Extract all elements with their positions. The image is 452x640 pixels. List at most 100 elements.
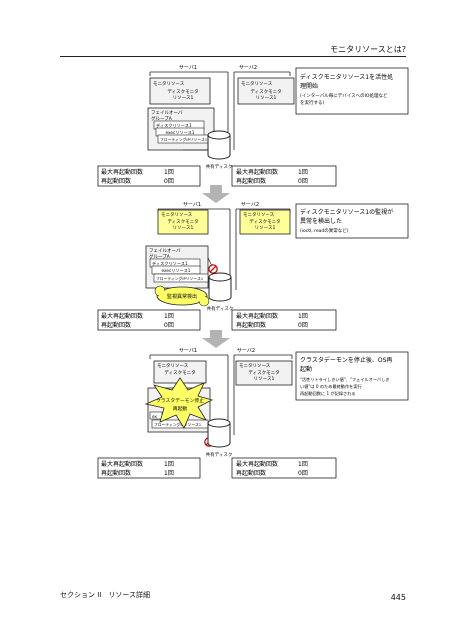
- monitor-resource-box-server2-highlighted: モニタリソース ディスクモニタ リソース1: [239, 209, 291, 235]
- svg-text:再起動回数: 再起動回数: [101, 469, 131, 477]
- svg-text:モニタリソース: モニタリソース: [243, 211, 275, 218]
- svg-text:最大再起動回数: 最大再起動回数: [101, 168, 143, 176]
- shared-disk-icon: [207, 130, 231, 160]
- svg-text:1回: 1回: [298, 169, 308, 176]
- svg-text:再起動回数: 再起動回数: [101, 177, 131, 185]
- svg-text:ex: ex: [152, 414, 158, 419]
- shared-disk-icon: [207, 418, 231, 448]
- svg-text:リソース1: リソース1: [254, 376, 275, 382]
- svg-text:クラスタデーモンを停止後、OS再: クラスタデーモンを停止後、OS再: [300, 356, 392, 364]
- svg-text:再起動回数: 再起動回数: [236, 177, 266, 185]
- svg-text:(ioctl, readの異常など): (ioctl, readの異常など): [300, 227, 349, 234]
- svg-text:モニタリソース: モニタリソース: [239, 362, 271, 369]
- monitor-resource-box-server2: モニタリソース ディスクモニタ リソース1: [237, 77, 295, 105]
- shared-disk-label: 共有ディスク: [206, 163, 233, 170]
- server2-label: サーバ2: [237, 348, 255, 354]
- svg-text:ディスクモニタ: ディスクモニタ: [164, 369, 195, 376]
- cluster-daemon-stop-burst: クラスタデーモン停止 再起動: [144, 377, 214, 429]
- panel-3: サーバ1 サーバ2 モニタリソース ディスクモニタ モニタリソース ディスクモニ…: [97, 348, 409, 479]
- svg-text:モニタリソース: モニタリソース: [161, 211, 193, 218]
- svg-text:フローティングIPリソース1: フローティングIPリソース1: [160, 137, 208, 142]
- counter-table-server1: 最大再起動回数 1回 再起動回数 0回: [97, 309, 201, 331]
- svg-text:再起動: 再起動: [173, 405, 188, 412]
- svg-text:を実行する): を実行する): [300, 99, 324, 106]
- svg-text:クラスタデーモン停止: クラスタデーモン停止: [156, 397, 204, 404]
- svg-text:execリソース1: execリソース1: [162, 268, 191, 273]
- svg-text:再起動回数: 再起動回数: [236, 469, 266, 477]
- svg-text:ディスクモニタ: ディスクモニタ: [249, 218, 280, 225]
- svg-text:リソース1: リソース1: [173, 225, 194, 231]
- description-box-2: ディスクモニタリソース1の監視が 異常を検出した (ioctl, readの異常…: [295, 203, 409, 239]
- svg-text:モニタリソース: モニタリソース: [241, 80, 273, 87]
- svg-text:い値"は 0 のため最終動作を実行: い値"は 0 のため最終動作を実行: [300, 383, 362, 390]
- svg-text:ディスクモニタ: ディスクモニタ: [250, 88, 281, 95]
- svg-text:モニタリソース: モニタリソース: [153, 80, 185, 87]
- counter-table-server1: 最大再起動回数 1回 再起動回数 0回: [97, 165, 201, 187]
- monitor-resource-box-server2: モニタリソース ディスクモニタ リソース1: [235, 360, 293, 386]
- svg-text:モニタリソース: モニタリソース: [157, 362, 189, 369]
- svg-text:0回: 0回: [164, 178, 174, 185]
- svg-text:ディスクモニタ: ディスクモニタ: [167, 218, 198, 225]
- panel-1: サーバ1 サーバ2 モニタリソース ディスクモニタ リソース1 モニタリソース …: [97, 65, 409, 187]
- svg-text:1回: 1回: [164, 461, 174, 468]
- svg-text:理開始: 理開始: [300, 82, 318, 90]
- page-number: 445: [390, 593, 406, 602]
- svg-text:1回: 1回: [298, 461, 308, 468]
- svg-text:1回: 1回: [164, 470, 174, 477]
- svg-text:ディスクリソース1: ディスクリソース1: [156, 122, 192, 129]
- svg-text:グループA: グループA: [149, 253, 171, 260]
- svg-text:最大再起動回数: 最大再起動回数: [101, 312, 143, 320]
- shared-disk-label: 共有ディスク: [207, 305, 234, 312]
- counter-table-server1: 最大再起動回数 1回 再起動回数 1回: [97, 457, 201, 479]
- svg-text:異常を検出した: 異常を検出した: [300, 217, 342, 225]
- svg-text:最大再起動回数: 最大再起動回数: [236, 168, 278, 176]
- svg-text:リソース1: リソース1: [255, 225, 276, 231]
- svg-text:最大再起動回数: 最大再起動回数: [236, 460, 278, 468]
- svg-text:ディスクモニタリソース1の監視が: ディスクモニタリソース1の監視が: [300, 208, 393, 216]
- svg-text:グループA: グループA: [151, 115, 173, 122]
- svg-text:"活性リトライしきい値"、"フェイルオーバしき: "活性リトライしきい値"、"フェイルオーバしき: [300, 376, 390, 383]
- svg-text:最大再起動回数: 最大再起動回数: [236, 312, 278, 320]
- svg-text:リソース1: リソース1: [256, 95, 277, 101]
- server1-label: サーバ1: [179, 348, 197, 354]
- svg-text:フローティングIPリソース1: フローティングIPリソース1: [154, 422, 202, 427]
- failover-group-box: フェイルオーバ グループA ディスクリソース1 execリソース1 フローティン…: [145, 245, 209, 289]
- failover-group-box: フェイルオーバ グループA ディスクリソース1 execリソース1 フローティン…: [147, 107, 215, 151]
- panel-2: サーバ1 サーバ2 モニタリソース ディスクモニタ リソース1 モニタリソース …: [97, 202, 409, 331]
- svg-text:フェイルオーバ: フェイルオーバ: [149, 248, 181, 254]
- svg-text:0回: 0回: [164, 322, 174, 329]
- svg-text:再起動回数: 再起動回数: [236, 321, 266, 329]
- server1-label: サーバ1: [179, 65, 197, 71]
- counter-table-server2: 最大再起動回数 1回 再起動回数 0回: [231, 309, 337, 331]
- svg-text:リソース1: リソース1: [173, 95, 194, 101]
- description-box-1: ディスクモニタリソース1を活性処 理開始 (インターバル毎にデバイスへのIO処理…: [295, 67, 409, 115]
- svg-text:起動: 起動: [300, 365, 312, 373]
- monitor-resource-box: モニタリソース ディスクモニタ リソース1: [149, 77, 211, 105]
- svg-text:0回: 0回: [298, 322, 308, 329]
- svg-text:ディスクモニタ: ディスクモニタ: [167, 88, 198, 95]
- svg-text:1回: 1回: [298, 313, 308, 320]
- server1-label: サーバ1: [183, 202, 201, 208]
- svg-text:0回: 0回: [298, 178, 308, 185]
- server2-label: サーバ2: [241, 202, 259, 208]
- svg-text:execリソース1: execリソース1: [166, 130, 195, 135]
- svg-text:再起動回数: 再起動回数: [101, 321, 131, 329]
- svg-text:フェイルオーバ: フェイルオーバ: [151, 110, 183, 116]
- svg-text:0回: 0回: [298, 470, 308, 477]
- svg-text:ディスクモニタ: ディスクモニタ: [248, 369, 279, 376]
- flow-arrow-1: [202, 185, 230, 203]
- svg-text:再起動回数に 1 が記録される: 再起動回数に 1 が記録される: [300, 390, 356, 397]
- svg-text:ディスクモニタリソース1を活性処: ディスクモニタリソース1を活性処: [300, 73, 393, 81]
- header-rule: [60, 56, 406, 57]
- svg-text:最大再起動回数: 最大再起動回数: [101, 460, 143, 468]
- svg-text:(インターバル毎にデバイスへのIO処理など: (インターバル毎にデバイスへのIO処理など: [300, 92, 388, 99]
- shared-disk-icon: [208, 272, 232, 302]
- section-footer: セクション II リソース詳細: [60, 591, 151, 599]
- shared-disk-label: 共有ディスク: [206, 451, 233, 458]
- page-title: モニタリソースとは?: [330, 45, 406, 54]
- counter-table-server2: 最大再起動回数 1回 再起動回数 0回: [231, 165, 337, 187]
- svg-text:1回: 1回: [164, 313, 174, 320]
- svg-text:監視異常検出: 監視異常検出: [167, 293, 197, 300]
- server2-label: サーバ2: [239, 65, 257, 71]
